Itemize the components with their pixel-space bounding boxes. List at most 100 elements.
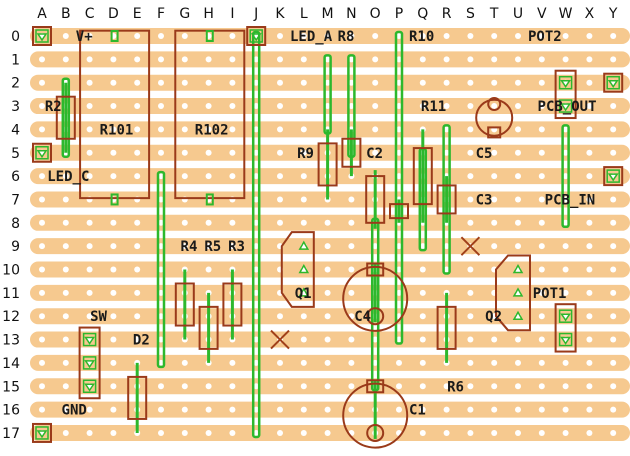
hole-W8 (562, 219, 569, 226)
hole-M1 (324, 56, 331, 63)
row-label-2: 2 (11, 76, 20, 92)
hole-X10 (586, 266, 593, 273)
transistor-q1-pin (298, 263, 310, 274)
hole-T9 (491, 243, 498, 250)
hole-G2 (181, 79, 188, 86)
hole-W9 (562, 243, 569, 250)
hole-F11 (158, 289, 164, 296)
hole-B9 (62, 243, 69, 250)
wire-link (61, 77, 71, 158)
hole-E1 (134, 56, 141, 63)
resistor-r10 (389, 203, 409, 220)
hole-T1 (491, 56, 498, 63)
pot1-pin (560, 336, 572, 345)
hole-U15 (515, 383, 521, 390)
hole-U13 (515, 336, 521, 343)
resistor-network-r101-pin-bottom (110, 193, 119, 206)
column-label-A: A (37, 6, 47, 22)
hole-L16 (300, 406, 307, 413)
hole-R4 (443, 126, 450, 133)
hole-Q12 (419, 313, 426, 320)
pad-gnd-mark (36, 430, 48, 439)
copper-strips (30, 28, 630, 441)
hole-N8 (348, 219, 355, 226)
hole-W10 (562, 266, 569, 273)
hole-M12 (324, 313, 331, 320)
hole-X14 (586, 359, 593, 366)
hole-J14 (253, 359, 260, 366)
hole-V4 (538, 126, 545, 133)
hole-N9 (348, 243, 355, 250)
hole-S0 (467, 33, 474, 39)
hole-V7 (538, 196, 545, 203)
hole-W0 (562, 33, 569, 39)
hole-O5 (372, 149, 379, 156)
hole-L8 (300, 219, 307, 226)
wire-link (442, 124, 451, 275)
pad-gnd-inner (35, 426, 49, 440)
hole-Q14 (419, 359, 426, 366)
hole-I14 (229, 359, 236, 366)
hole-A11 (39, 289, 45, 296)
hole-T14 (491, 359, 498, 366)
pad-led-a-mark (250, 33, 262, 42)
hole-E3 (134, 103, 141, 110)
label-c4: C4 (354, 309, 371, 325)
hole-H5 (205, 149, 212, 156)
hole-D9 (110, 243, 117, 250)
hole-N2 (348, 79, 355, 86)
hole-J11 (253, 289, 260, 296)
hole-E0 (134, 33, 141, 39)
hole-J7 (253, 196, 260, 203)
hole-F13 (158, 336, 164, 343)
label-c5: C5 (476, 146, 493, 162)
hole-J8 (253, 219, 260, 226)
hole-C2 (86, 79, 93, 86)
hole-H2 (205, 79, 212, 86)
hole-X13 (586, 336, 593, 343)
hole-J15 (253, 383, 260, 390)
label-r101: R101 (100, 122, 134, 138)
hole-V16 (538, 406, 545, 413)
column-label-Y: Y (608, 6, 618, 22)
hole-S11 (467, 289, 474, 296)
hole-B16 (62, 406, 69, 413)
hole-F15 (158, 383, 164, 390)
capacitor-c1-pad-a (366, 379, 385, 394)
hole-S8 (467, 219, 474, 226)
hole-T3 (491, 103, 498, 110)
resistor-r2 (55, 95, 76, 140)
hole-H1 (205, 56, 212, 63)
hole-T16 (491, 406, 498, 413)
hole-A8 (39, 219, 45, 226)
hole-P0 (396, 33, 402, 39)
connection-pads (32, 26, 624, 443)
column-label-K: K (275, 6, 285, 22)
hole-B7 (62, 196, 69, 203)
hole-D10 (110, 266, 117, 273)
hole-C1 (86, 56, 93, 63)
hole-L7 (300, 196, 307, 203)
pad-pcb-in (603, 166, 624, 187)
capacitor-c5-pad-a (487, 97, 502, 112)
hole-W7 (562, 196, 569, 203)
hole-G6 (181, 173, 188, 180)
hole-S7 (467, 196, 474, 203)
hole-P16 (396, 406, 402, 413)
hole-M8 (324, 219, 331, 226)
hole-Y11 (610, 289, 617, 296)
row-label-10: 10 (2, 263, 20, 279)
transistor-q2-pin (512, 263, 524, 274)
column-label-N: N (346, 6, 356, 22)
pot1-pin-frame (558, 332, 573, 347)
hole-V1 (538, 56, 545, 63)
transistor-q2 (495, 254, 531, 332)
hole-V9 (538, 243, 545, 250)
transistor-q1 (280, 231, 315, 308)
hole-F16 (158, 406, 164, 413)
hole-B6 (62, 173, 69, 180)
transistor-q1-pin (298, 240, 310, 250)
hole-M13 (324, 336, 331, 343)
